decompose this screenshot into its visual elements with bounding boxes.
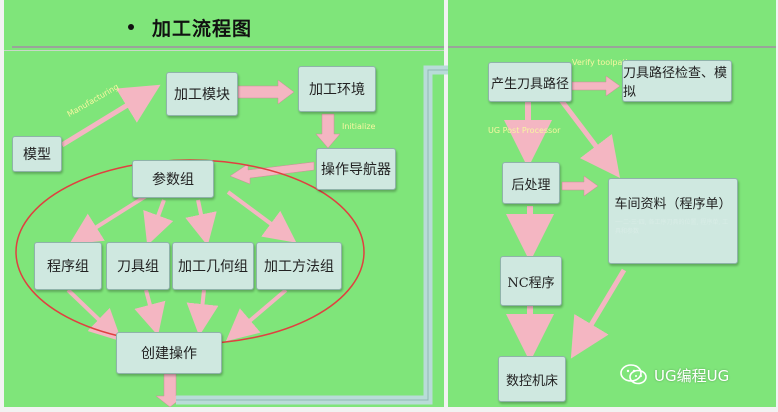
box-parameter-group: 参数组 xyxy=(132,160,214,198)
arrow-shopdoc-to-cnc xyxy=(570,268,627,359)
shop-doc-detail: 一·二·三·四, 各工序刀具的位置, 程序单, 工具和参数 xyxy=(615,219,729,235)
note-initialize: Initialize xyxy=(342,122,376,131)
box-machining-module: 加工模块 xyxy=(166,72,238,116)
box-operation-navigator: 操作导航器 xyxy=(316,148,396,190)
box-method-group: 加工方法组 xyxy=(256,242,342,290)
box-shop-doc: 车间资料（程序单） 一·二·三·四, 各工序刀具的位置, 程序单, 工具和参数 xyxy=(608,178,738,264)
watermark: UG编程UG xyxy=(620,364,729,386)
arrow-geometry-to-create xyxy=(186,289,219,336)
box-nc-program: NC程序 xyxy=(500,256,562,306)
shop-doc-title: 车间资料（程序单） xyxy=(614,197,732,212)
left-flow-arrows xyxy=(15,79,365,407)
arrow-params-to-program xyxy=(69,194,148,245)
box-toolpath-check: 刀具路径检查、模拟 xyxy=(622,60,732,102)
right-title-band xyxy=(448,0,776,46)
right-flow-arrows xyxy=(504,75,627,362)
arrow-model-to-module xyxy=(60,84,161,148)
title-divider-secondary xyxy=(4,50,444,51)
box-geometry-group: 加工几何组 xyxy=(172,242,254,290)
arrow-toolpath-to-shopdoc xyxy=(556,94,621,178)
arrow-toolpath-to-check xyxy=(571,75,621,97)
left-slide: 加工流程图 Manufacturing Initialize 模型 xyxy=(4,0,444,407)
arrow-params-to-geometry xyxy=(185,199,217,246)
bullet-icon xyxy=(128,24,134,30)
box-tool-group: 刀具组 xyxy=(106,242,170,290)
arrow-tool-to-create xyxy=(134,289,166,336)
title-band xyxy=(4,0,444,46)
title-divider xyxy=(12,46,444,48)
box-cnc-machine: 数控机床 xyxy=(498,356,566,402)
watermark-text: UG编程UG xyxy=(654,366,730,385)
arrow-post-to-shopdoc xyxy=(561,175,599,197)
arrow-env-to-navigator xyxy=(315,113,341,149)
arrow-create-down xyxy=(155,373,185,407)
right-title-divider xyxy=(448,46,776,48)
right-slide: Verify toolpath UG Post Processor 产生刀具路径… xyxy=(448,0,776,407)
note-post-processor: UG Post Processor xyxy=(488,126,561,135)
arrow-program-to-create xyxy=(66,288,122,342)
box-program-group: 程序组 xyxy=(34,242,102,290)
wechat-logo-icon xyxy=(620,364,648,386)
box-model: 模型 xyxy=(12,136,62,172)
note-verify: Verify toolpath xyxy=(572,58,631,67)
box-machining-env: 加工环境 xyxy=(298,66,376,112)
box-post-processing: 后处理 xyxy=(502,162,560,204)
arrow-params-to-method xyxy=(226,190,297,243)
slide-title: 加工流程图 xyxy=(152,18,253,40)
box-generate-toolpath: 产生刀具路径 xyxy=(488,62,572,102)
arrow-module-to-env xyxy=(237,79,295,105)
box-create-operation: 创建操作 xyxy=(116,332,222,374)
arrow-params-to-tool xyxy=(143,199,174,246)
arrow-method-to-create xyxy=(225,288,288,342)
